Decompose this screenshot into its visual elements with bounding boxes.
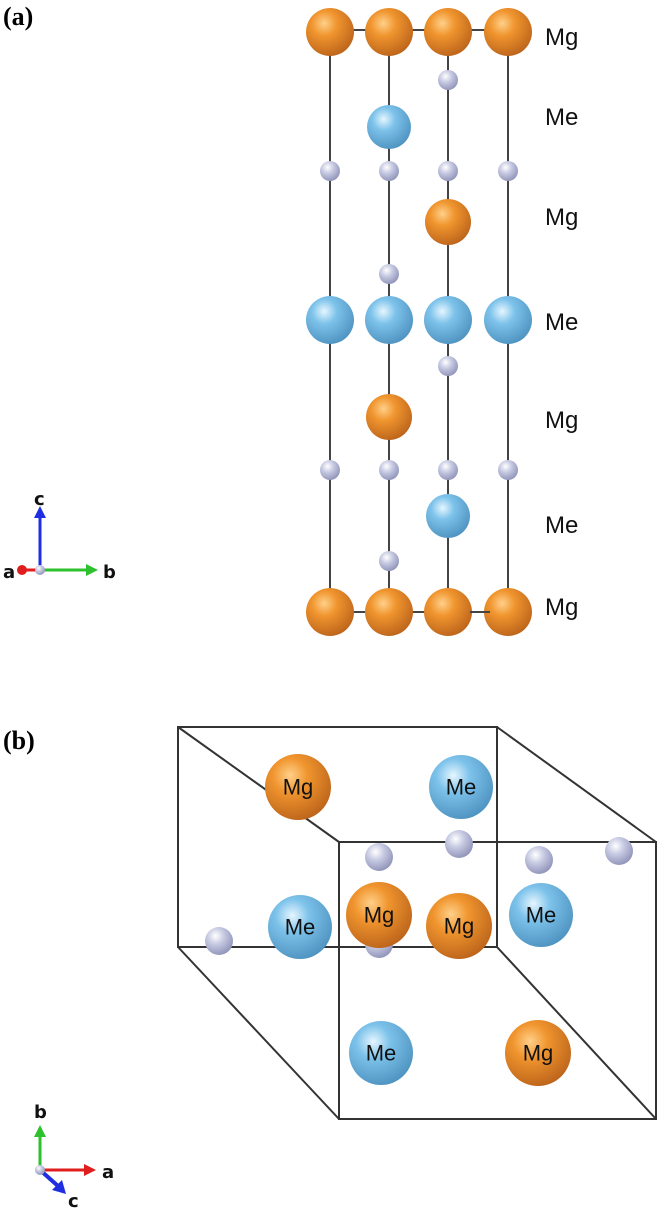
atom-label: Mg	[364, 903, 395, 928]
atom-mg-2: Mg	[346, 882, 412, 948]
me-atom	[306, 296, 354, 344]
axis-c-label: c	[34, 489, 45, 510]
small-atom	[365, 843, 393, 871]
small-atom	[605, 837, 633, 865]
axis-b-label: b	[34, 1102, 47, 1123]
layer-label: Mg	[545, 24, 578, 51]
mg-atom	[365, 8, 413, 56]
me-atom	[484, 296, 532, 344]
small-atom	[445, 830, 473, 858]
small-atom	[525, 846, 553, 874]
mg-atom	[424, 8, 472, 56]
layer-label: Me	[545, 104, 578, 131]
atom-label: Me	[446, 775, 477, 800]
me-atom	[426, 494, 470, 538]
small-atom	[438, 161, 458, 181]
small-atom	[379, 264, 399, 284]
small-atom	[320, 161, 340, 181]
layer-label: Mg	[545, 407, 578, 434]
panel-a-label: (a)	[3, 2, 34, 31]
mg-atom	[424, 588, 472, 636]
atom-label: Mg	[283, 775, 314, 800]
mg-atom	[484, 8, 532, 56]
atom-label: Me	[366, 1041, 397, 1066]
panel-a-structure: Mg Me Mg Me Mg Me Mg	[306, 8, 578, 636]
axis-a-label: a	[3, 562, 15, 583]
layer-label: Me	[545, 512, 578, 539]
atom-me-3: Me	[509, 883, 573, 947]
me-atom	[424, 296, 472, 344]
atom-label: Me	[526, 903, 557, 928]
small-atom	[320, 460, 340, 480]
layer-label: Me	[545, 309, 578, 336]
me-atom	[367, 105, 411, 149]
small-atom	[379, 161, 399, 181]
mg-atom	[306, 8, 354, 56]
small-atom	[438, 460, 458, 480]
axis-c-label: c	[68, 1191, 79, 1211]
atom-mg-3: Mg	[426, 893, 492, 959]
layer-label: Mg	[545, 594, 578, 621]
small-atom	[205, 927, 233, 955]
mg-atom	[425, 199, 471, 245]
small-atom	[498, 161, 518, 181]
atom-label: Mg	[523, 1041, 554, 1066]
atom-me-1: Me	[429, 755, 493, 819]
panel-b-structure: Mg Me Me Mg Mg Me Me Mg	[177, 726, 657, 1120]
atom-mg-1: Mg	[265, 754, 331, 820]
layer-label: Mg	[545, 204, 578, 231]
axis-triad-b: b a c	[34, 1102, 114, 1211]
mg-atom	[306, 588, 354, 636]
atom-mg-4: Mg	[505, 1020, 571, 1086]
small-atom	[438, 70, 458, 90]
atom-label: Me	[285, 915, 316, 940]
mg-atom	[366, 394, 412, 440]
mg-atom	[365, 588, 413, 636]
atom-label: Mg	[444, 914, 475, 939]
small-atom	[438, 356, 458, 376]
small-atom	[379, 551, 399, 571]
small-atom	[498, 460, 518, 480]
axis-triad-a: c b a	[3, 489, 116, 583]
me-atom	[365, 296, 413, 344]
axis-b-label: b	[103, 562, 116, 583]
atom-me-4: Me	[349, 1021, 413, 1085]
mg-atom	[484, 588, 532, 636]
small-atom	[379, 460, 399, 480]
panel-b-label: (b)	[3, 726, 35, 755]
atom-me-2: Me	[268, 895, 332, 959]
axis-a-label: a	[102, 1162, 114, 1183]
